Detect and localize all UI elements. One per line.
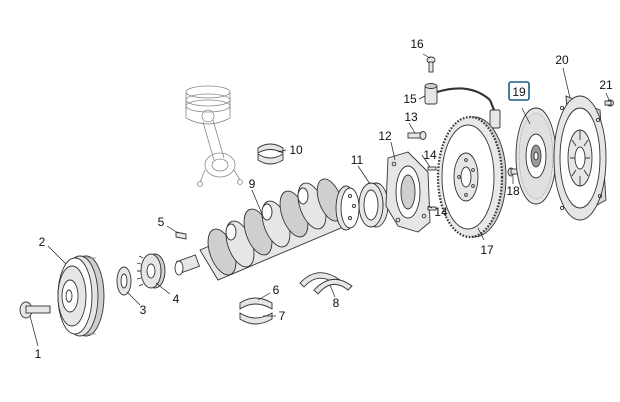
piston-rod-illustration (185, 85, 243, 187)
callout-13[interactable]: 13 (404, 110, 418, 124)
part-6-bearing-shell (239, 297, 273, 310)
part-4-gear (136, 253, 166, 289)
callout-10[interactable]: 10 (289, 143, 303, 157)
callout-9[interactable]: 9 (249, 177, 256, 191)
part-2-pulley (57, 255, 105, 337)
callout-21[interactable]: 21 (599, 78, 613, 92)
callout-3[interactable]: 3 (140, 303, 147, 317)
part-3-washer (116, 266, 132, 296)
callout-11[interactable]: 11 (351, 153, 364, 167)
part-14-dowels (427, 166, 437, 211)
part-17-flywheel (436, 115, 507, 239)
callout-5[interactable]: 5 (158, 215, 165, 229)
part-12-seal-housing (385, 151, 431, 233)
leader-lines (29, 53, 610, 347)
callout-14-lower[interactable]: 14 (434, 205, 448, 219)
callout-8[interactable]: 8 (333, 296, 340, 310)
callout-19[interactable]: 19 (512, 85, 526, 99)
highlight-box-19 (508, 81, 530, 101)
part-16-screw (426, 56, 436, 73)
part-20-pressure-plate (553, 95, 607, 221)
part-13-bolt (407, 131, 427, 140)
callout-20[interactable]: 20 (555, 53, 569, 67)
callout-16[interactable]: 16 (410, 37, 424, 51)
callout-6[interactable]: 6 (273, 283, 280, 297)
callout-2[interactable]: 2 (39, 235, 46, 249)
part-5-key (175, 231, 187, 240)
callout-18[interactable]: 18 (506, 184, 520, 198)
part-18-bolt (507, 167, 521, 177)
callout-1[interactable]: 1 (35, 347, 42, 361)
callout-17[interactable]: 17 (480, 243, 494, 257)
part-10-bearing-shells (257, 143, 284, 165)
part-1-bolt (19, 301, 51, 319)
callout-14-upper[interactable]: 14 (423, 148, 437, 162)
part-21-bolt (604, 99, 614, 107)
callout-4[interactable]: 4 (173, 292, 180, 306)
part-11-seal (358, 182, 389, 228)
callout-7[interactable]: 7 (279, 309, 286, 323)
part-8-thrust-washers (299, 272, 353, 295)
callout-15[interactable]: 15 (403, 92, 417, 106)
part-9-crankshaft (174, 178, 360, 281)
callout-labels: 1 2 3 4 5 6 7 8 9 10 11 12 13 14 14 15 1… (35, 37, 613, 361)
part-7-bearing-shell (239, 312, 273, 325)
part-15-sensor (424, 83, 501, 129)
callout-12[interactable]: 12 (378, 129, 392, 143)
part-19-clutch-disc (515, 107, 557, 205)
